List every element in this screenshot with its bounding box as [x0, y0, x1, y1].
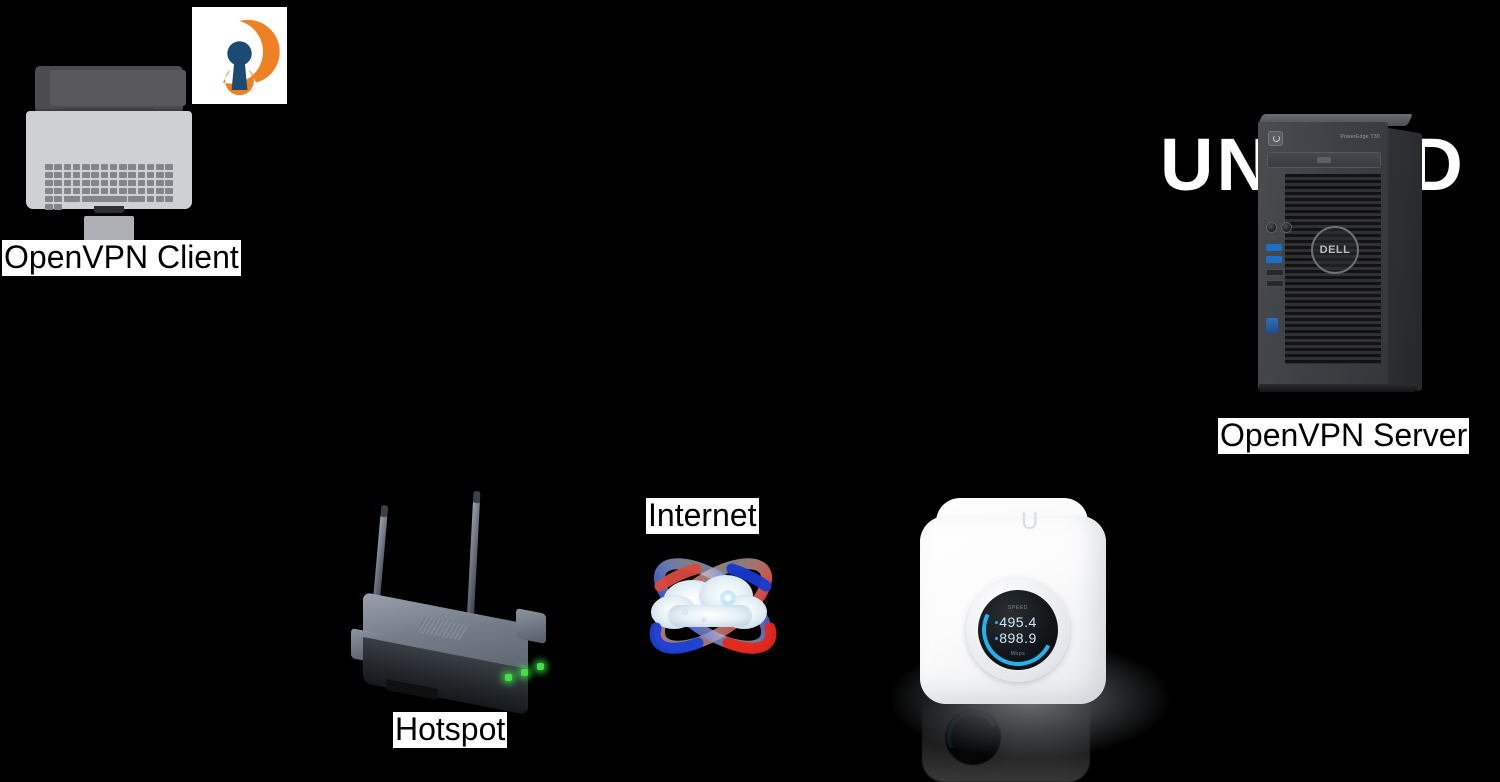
- dell-logo: DELL: [1311, 226, 1359, 274]
- server-base: [1256, 384, 1420, 392]
- client-label: OpenVPN Client: [2, 239, 241, 276]
- router-led-1: [505, 674, 512, 681]
- node-access-point[interactable]: U SPEED 495.4 898.9 Mbps: [880, 490, 1180, 782]
- node-openvpn-client[interactable]: OpenVPN Client: [0, 0, 300, 290]
- laptop-lid: [35, 66, 186, 111]
- ubiquiti-u-icon: U: [1021, 508, 1039, 535]
- laptop-base: [26, 111, 192, 245]
- ap-speed-down: 495.4: [999, 614, 1037, 630]
- ap-display[interactable]: SPEED 495.4 898.9 Mbps: [978, 590, 1058, 670]
- intel-badge-icon: [1266, 318, 1278, 333]
- power-button-icon[interactable]: [1268, 131, 1283, 146]
- internet-cloud-icon: [638, 550, 788, 665]
- node-internet[interactable]: Internet: [630, 495, 800, 675]
- internet-label: Internet: [646, 497, 759, 534]
- laptop-keyboard: [45, 164, 173, 210]
- ap-speed-caption: SPEED: [1008, 605, 1028, 611]
- ap-dot-up: [995, 637, 998, 640]
- router-led-3: [537, 663, 544, 670]
- server-model-text: PowerEdge T30: [1340, 134, 1380, 140]
- node-hotspot[interactable]: Hotspot: [330, 480, 580, 768]
- server-side-panel: [1388, 128, 1422, 392]
- optical-drive-icon: [1267, 152, 1381, 168]
- hotspot-label: Hotspot: [393, 711, 508, 748]
- laptop-front-notch: [94, 206, 124, 213]
- laptop-screen: [50, 70, 186, 106]
- ap-dot-down: [995, 621, 998, 624]
- ap-speed-up: 898.9: [999, 630, 1037, 646]
- openvpn-logo-icon: [192, 7, 287, 104]
- router-foot-right: [516, 608, 546, 644]
- node-openvpn-server[interactable]: UNRAID PowerEdge T30 DELL: [1150, 0, 1500, 460]
- ap-speed-unit: Mbps: [1010, 651, 1026, 657]
- antenna-right-icon: [466, 490, 481, 617]
- router-led-2: [521, 669, 528, 676]
- server-front-panel: PowerEdge T30 DELL: [1258, 122, 1388, 390]
- server-label: OpenVPN Server: [1218, 417, 1470, 454]
